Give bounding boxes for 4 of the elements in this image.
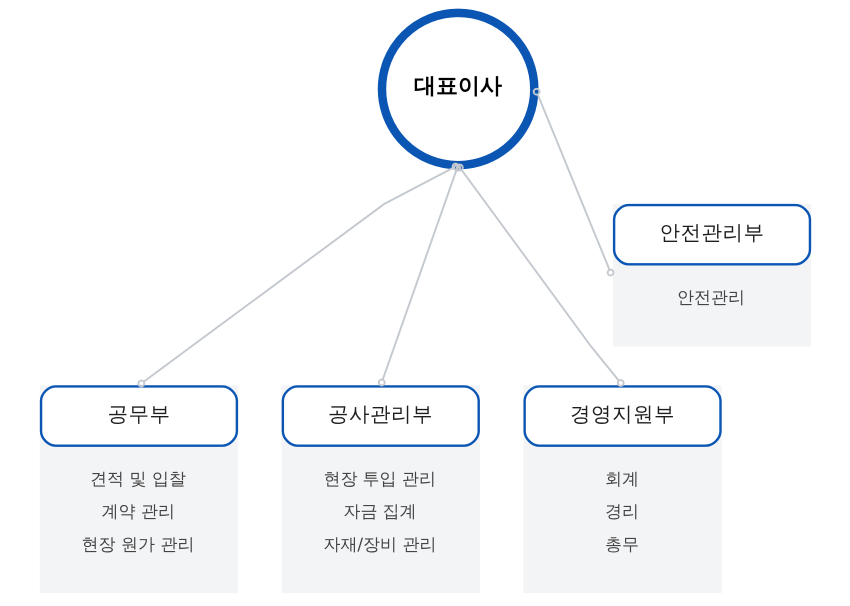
connector — [456, 164, 624, 387]
connector — [136, 162, 459, 388]
connector — [532, 88, 614, 276]
connector — [377, 164, 461, 386]
